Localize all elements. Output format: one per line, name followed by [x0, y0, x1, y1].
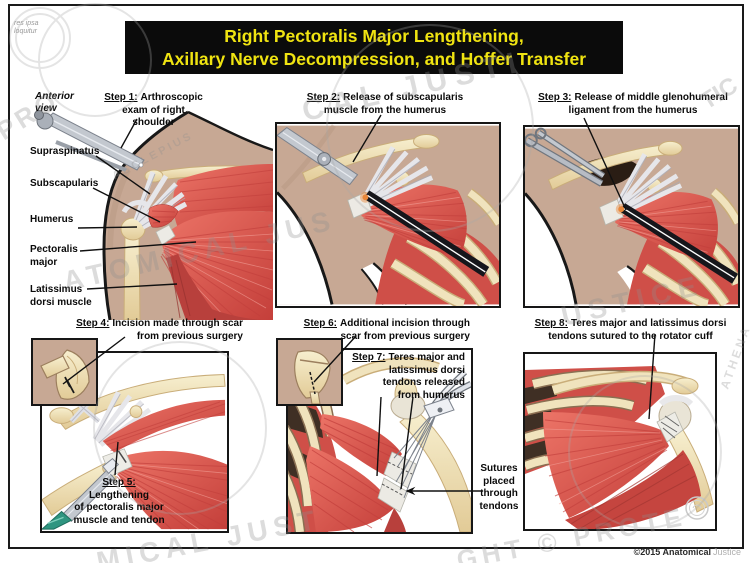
- caption-step-3: Step 3:Release of middle glenohumeral li…: [538, 92, 728, 116]
- copyright-text: ©2015 Anatomical: [633, 547, 711, 557]
- needle-holder-instrument: [423, 369, 471, 419]
- suture-threads: [393, 411, 437, 499]
- incision-dashed-line: [309, 371, 316, 395]
- caption-step-1: Step 1:Arthroscopic exam of right should…: [104, 92, 203, 128]
- label-supraspinatus: Supraspinatus: [30, 146, 100, 157]
- scapular-spine-acromion: [551, 370, 699, 396]
- pectoralis-major-muscle: [114, 450, 227, 530]
- pectoralis-clavicular-head: [102, 399, 226, 453]
- electrocautery-instrument: [360, 190, 490, 277]
- subscapularis-muscle: [615, 192, 718, 263]
- panel-step8-illustration: [523, 352, 717, 531]
- caption-step-2: Step 2:Release of subscapularis muscle f…: [306, 92, 464, 116]
- scapula-bone: [40, 349, 90, 400]
- label-latissimus-dorsi: Latissimus dorsi muscle: [30, 284, 92, 308]
- label-subscapularis: Subscapularis: [30, 178, 99, 189]
- caption-step-6: Step 6:Additional incision through scar …: [303, 318, 470, 342]
- panel-step2-illustration: [275, 122, 501, 308]
- transferred-tendon-muscle: [543, 412, 701, 529]
- scapula-bone: [294, 350, 331, 404]
- panel-step3-illustration: [523, 125, 740, 308]
- latissimus-dorsi-muscle: [306, 446, 406, 532]
- clavicle-bone: [49, 373, 226, 430]
- inset-scapula-step6: [276, 338, 343, 406]
- label-humerus: Humerus: [30, 214, 74, 225]
- ligament-fan: [92, 390, 152, 447]
- caption-step-8: Step 8:Teres major and latissimus dorsi …: [534, 318, 727, 342]
- inset-scapula-step4: [31, 338, 98, 406]
- label-pectoralis-major: Pectoralis major: [30, 244, 78, 268]
- view-orientation-label: Anterior view: [35, 91, 74, 114]
- caption-step-4: Step 4:Incision made through scar from p…: [76, 318, 243, 342]
- page-border: [8, 4, 744, 549]
- latissimus-dorsi-muscle: [166, 254, 263, 320]
- caption-step-7: Step 7:Teres major and latissimus dorsi …: [352, 352, 465, 401]
- title-line-2: Axillary Nerve Decompression, and Hoffer…: [161, 48, 587, 69]
- caption-step-5: Step 5: Lengthening of pectoralis major …: [73, 477, 165, 526]
- brand-seal-icon: [685, 496, 709, 520]
- ligament-fan: [615, 153, 683, 216]
- title-banner: Right Pectoralis Major Lengthening, Axil…: [125, 21, 623, 74]
- title-line-1: Right Pectoralis Major Lengthening,: [224, 25, 524, 46]
- sutured-tendon: [656, 411, 684, 443]
- brand-text: Justice: [712, 547, 741, 557]
- arthroscope-instrument: [277, 126, 359, 186]
- pectoralis-tendon: [155, 224, 176, 246]
- caption-sutures: Sutures placed through tendons: [479, 463, 519, 512]
